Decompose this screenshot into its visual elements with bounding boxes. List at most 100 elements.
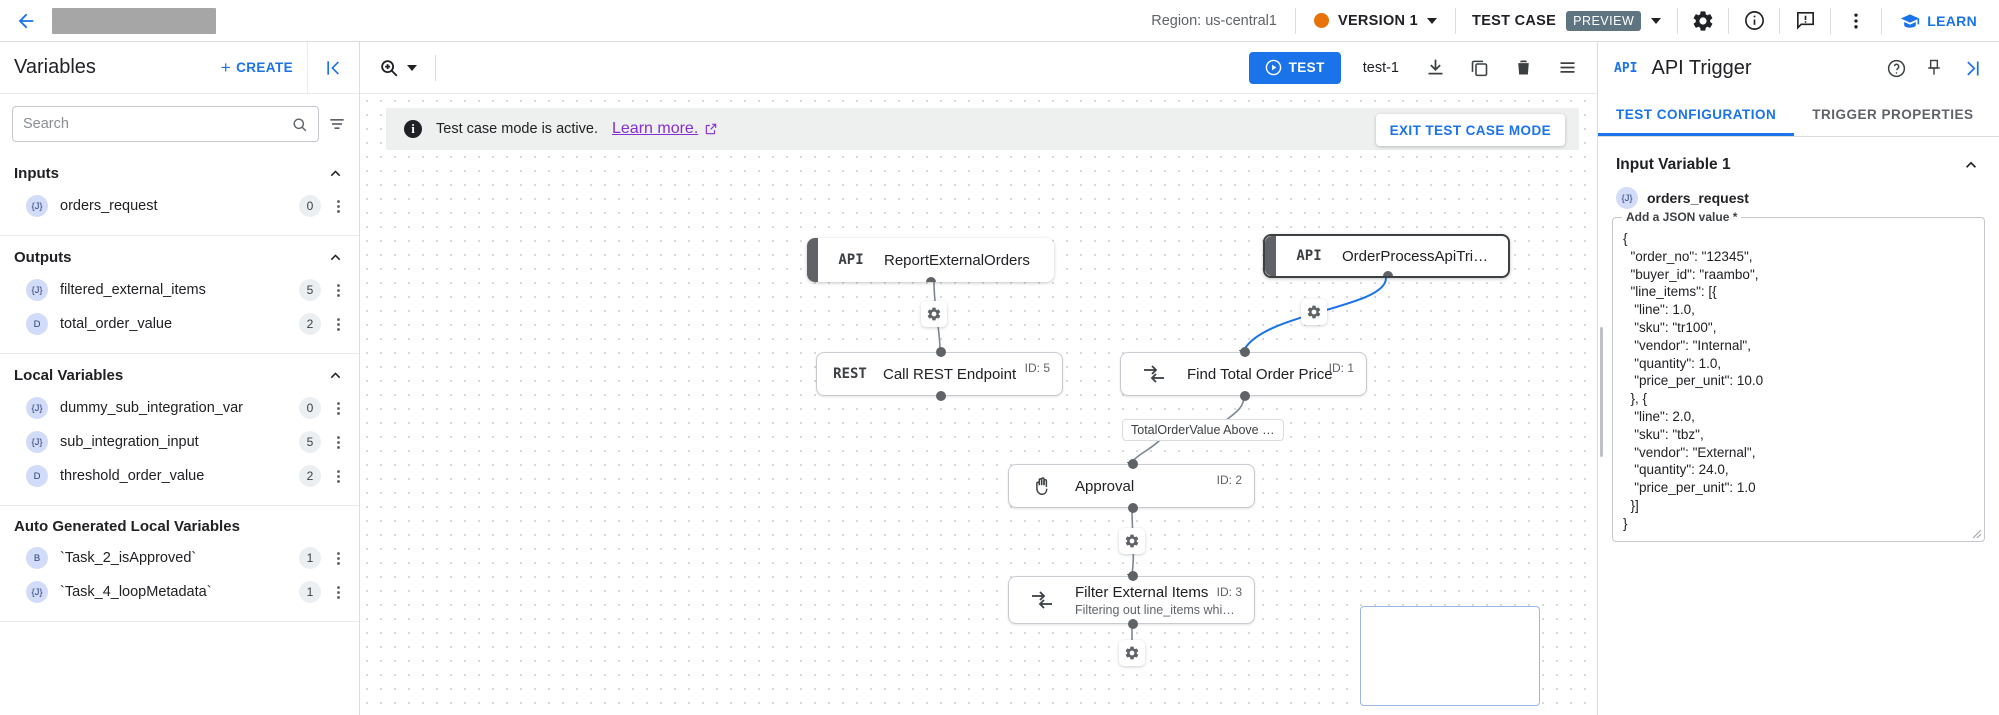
variables-sidebar: Variables + CREATE	[0, 41, 360, 715]
learn-more-link[interactable]: Learn more.	[612, 120, 699, 137]
info-button[interactable]	[1729, 0, 1779, 42]
variables-list[interactable]: Inputs {J} orders_request 0 Outputs	[0, 152, 359, 715]
node-output-port[interactable]	[1128, 503, 1138, 513]
canvas-placeholder-box[interactable]	[1360, 606, 1540, 706]
variable-row-orders-request[interactable]: {J} orders_request 0	[0, 189, 359, 223]
more-vert-icon	[336, 469, 340, 483]
trash-icon	[1517, 60, 1529, 75]
exit-test-case-mode-button[interactable]: EXIT TEST CASE MODE	[1375, 114, 1565, 146]
more-vert-icon	[1854, 13, 1858, 28]
main-body: Variables + CREATE	[0, 41, 1999, 715]
page-title-redacted	[52, 7, 216, 34]
collapse-panel-button[interactable]	[1953, 47, 1991, 89]
node-output-port[interactable]	[936, 391, 946, 401]
node-output-port[interactable]	[1383, 271, 1393, 276]
create-variable-button[interactable]: + CREATE	[221, 59, 307, 76]
variable-row-task-2-isapproved[interactable]: B `Task_2_isApproved` 1	[0, 541, 359, 575]
open-in-new-icon[interactable]	[704, 122, 718, 136]
node-report-external-orders[interactable]: API ReportExternalOrders	[807, 238, 1054, 282]
type-badge: {J}	[26, 195, 48, 217]
row-menu-button[interactable]	[327, 282, 349, 299]
back-button[interactable]	[0, 0, 52, 42]
panel-header: API API Trigger	[1598, 42, 1999, 94]
section-header-inputs[interactable]: Inputs	[0, 152, 359, 189]
learn-button[interactable]: LEARN	[1882, 11, 1999, 31]
row-menu-button[interactable]	[327, 316, 349, 333]
canvas-menu-button[interactable]	[1545, 42, 1589, 94]
variable-count-badge: 1	[299, 581, 321, 603]
version-selector[interactable]: VERSION 1	[1296, 13, 1455, 29]
filter-button[interactable]	[319, 114, 355, 134]
edge-gear-icon[interactable]	[1119, 528, 1145, 554]
section-header-local-variables[interactable]: Local Variables	[0, 354, 359, 391]
type-badge: {J}	[26, 431, 48, 453]
delete-button[interactable]	[1501, 42, 1545, 94]
test-case-selector[interactable]: TEST CASE PREVIEW	[1456, 10, 1677, 31]
node-output-port[interactable]	[926, 277, 936, 282]
input-variable-row: {J} orders_request	[1612, 187, 1985, 217]
settings-button[interactable]	[1678, 0, 1728, 42]
variable-row-dummy-sub-integration-var[interactable]: {J} dummy_sub_integration_var 0	[0, 391, 359, 425]
edge-gear-icon[interactable]	[921, 301, 947, 327]
test-button[interactable]: TEST	[1248, 51, 1341, 84]
row-menu-button[interactable]	[327, 468, 349, 485]
node-approval[interactable]: Approval ID: 2	[1008, 459, 1255, 513]
variable-row-total-order-value[interactable]: D total_order_value 2	[0, 307, 359, 341]
canvas-column: TEST test-1	[360, 42, 1597, 715]
node-input-port[interactable]	[936, 347, 946, 357]
download-icon	[1428, 59, 1442, 75]
resize-handle[interactable]	[1970, 527, 1982, 539]
help-button[interactable]	[1877, 47, 1915, 89]
node-filter-external-items[interactable]: Filter External Items Filtering out line…	[1008, 571, 1255, 629]
variable-count-badge: 0	[299, 195, 321, 217]
variable-row-threshold-order-value[interactable]: D threshold_order_value 2	[0, 459, 359, 493]
node-input-port[interactable]	[1128, 459, 1138, 469]
feedback-button[interactable]	[1780, 0, 1830, 42]
copy-icon	[1471, 60, 1487, 77]
tab-trigger-properties[interactable]: TRIGGER PROPERTIES	[1812, 107, 1974, 122]
info-icon	[1744, 11, 1764, 30]
variable-row-filtered-external-items[interactable]: {J} filtered_external_items 5	[0, 273, 359, 307]
row-menu-button[interactable]	[327, 550, 349, 567]
search-box[interactable]	[12, 106, 319, 142]
test-label: TEST	[1288, 60, 1325, 75]
edge-gear-icon[interactable]	[1301, 299, 1327, 325]
json-value-field[interactable]: Add a JSON value * { "order_no": "12345"…	[1612, 210, 1985, 542]
more-options-button[interactable]	[1831, 0, 1881, 42]
edge-condition-label[interactable]: TotalOrderValue Above …	[1122, 419, 1284, 441]
divider	[435, 54, 436, 81]
zoom-control[interactable]	[360, 57, 435, 79]
divider	[1830, 7, 1832, 34]
search-input[interactable]	[23, 116, 283, 132]
input-variable-section-header[interactable]: Input Variable 1	[1612, 137, 1985, 187]
node-call-rest-endpoint[interactable]: REST Call REST Endpoint ID: 5	[816, 347, 1063, 401]
tab-test-configuration[interactable]: TEST CONFIGURATION	[1598, 94, 1795, 136]
json-value-text[interactable]: { "order_no": "12345", "buyer_id": "raam…	[1623, 231, 1764, 531]
pin-button[interactable]	[1915, 47, 1953, 89]
workflow-canvas[interactable]: i Test case mode is active. Learn more. …	[360, 94, 1597, 715]
row-menu-button[interactable]	[327, 584, 349, 601]
variable-row-task-4-loopmetadata[interactable]: {J} `Task_4_loopMetadata` 1	[0, 575, 359, 609]
panel-scrollbar[interactable]	[1600, 327, 1603, 457]
row-menu-button[interactable]	[327, 434, 349, 451]
node-input-port[interactable]	[1128, 571, 1138, 581]
node-find-total-order-price[interactable]: Find Total Order Price ID: 1	[1120, 347, 1367, 401]
download-button[interactable]	[1413, 42, 1457, 94]
variable-count-badge: 5	[299, 431, 321, 453]
section-header-outputs[interactable]: Outputs	[0, 236, 359, 273]
node-input-port[interactable]	[1240, 347, 1250, 357]
node-output-port[interactable]	[1240, 391, 1250, 401]
variable-section-inputs: Inputs {J} orders_request 0	[0, 152, 359, 236]
node-output-port[interactable]	[1128, 619, 1138, 629]
node-order-process-api-trigger[interactable]: API OrderProcessApiTrigger	[1263, 234, 1510, 278]
edge-gear-icon[interactable]	[1119, 640, 1145, 666]
row-menu-button[interactable]	[327, 198, 349, 215]
divider	[1294, 7, 1296, 34]
row-menu-button[interactable]	[327, 400, 349, 417]
section-header-auto-generated[interactable]: Auto Generated Local Variables	[0, 506, 359, 541]
info-filled-icon: i	[404, 120, 422, 138]
node-accent-stripe	[1265, 236, 1276, 276]
variable-row-sub-integration-input[interactable]: {J} sub_integration_input 5	[0, 425, 359, 459]
copy-button[interactable]	[1457, 42, 1501, 94]
collapse-sidebar-button[interactable]	[307, 41, 359, 94]
